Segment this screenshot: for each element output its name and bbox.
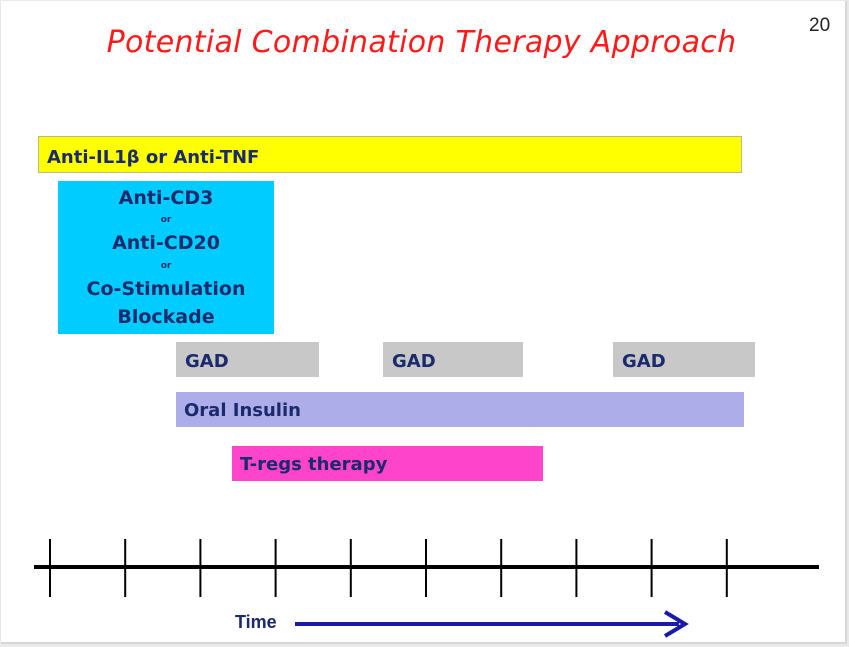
- or-label: or: [160, 215, 172, 225]
- anti-cd3-label: Anti-CD3: [118, 187, 214, 209]
- immunotherapy-box: Anti-CD3 or Anti-CD20 or Co-Stimulation …: [58, 181, 274, 334]
- tregs-therapy-bar: T-regs therapy: [232, 446, 543, 481]
- anti-il1-bar: Anti-IL1β or Anti-TNF: [38, 136, 742, 173]
- co-stimulation-label: Co-Stimulation: [86, 278, 246, 300]
- slide-title: Potential Combination Therapy Approach: [106, 25, 737, 60]
- gad-bar-2: GAD: [383, 342, 523, 377]
- time-label: Time: [235, 612, 277, 632]
- timeline-axis: [34, 539, 819, 597]
- anti-cd20-label: Anti-CD20: [112, 232, 220, 254]
- blockade-label: Blockade: [117, 306, 215, 328]
- gad-bar-1: GAD: [176, 342, 319, 377]
- page-number: 20: [809, 15, 831, 36]
- or-label: or: [160, 261, 172, 271]
- time-arrow: [295, 610, 689, 638]
- timeline-ticks: [49, 539, 728, 597]
- gad-bar-3: GAD: [613, 342, 755, 377]
- time-arrow-head: [663, 610, 689, 638]
- oral-insulin-bar: Oral Insulin: [176, 392, 744, 427]
